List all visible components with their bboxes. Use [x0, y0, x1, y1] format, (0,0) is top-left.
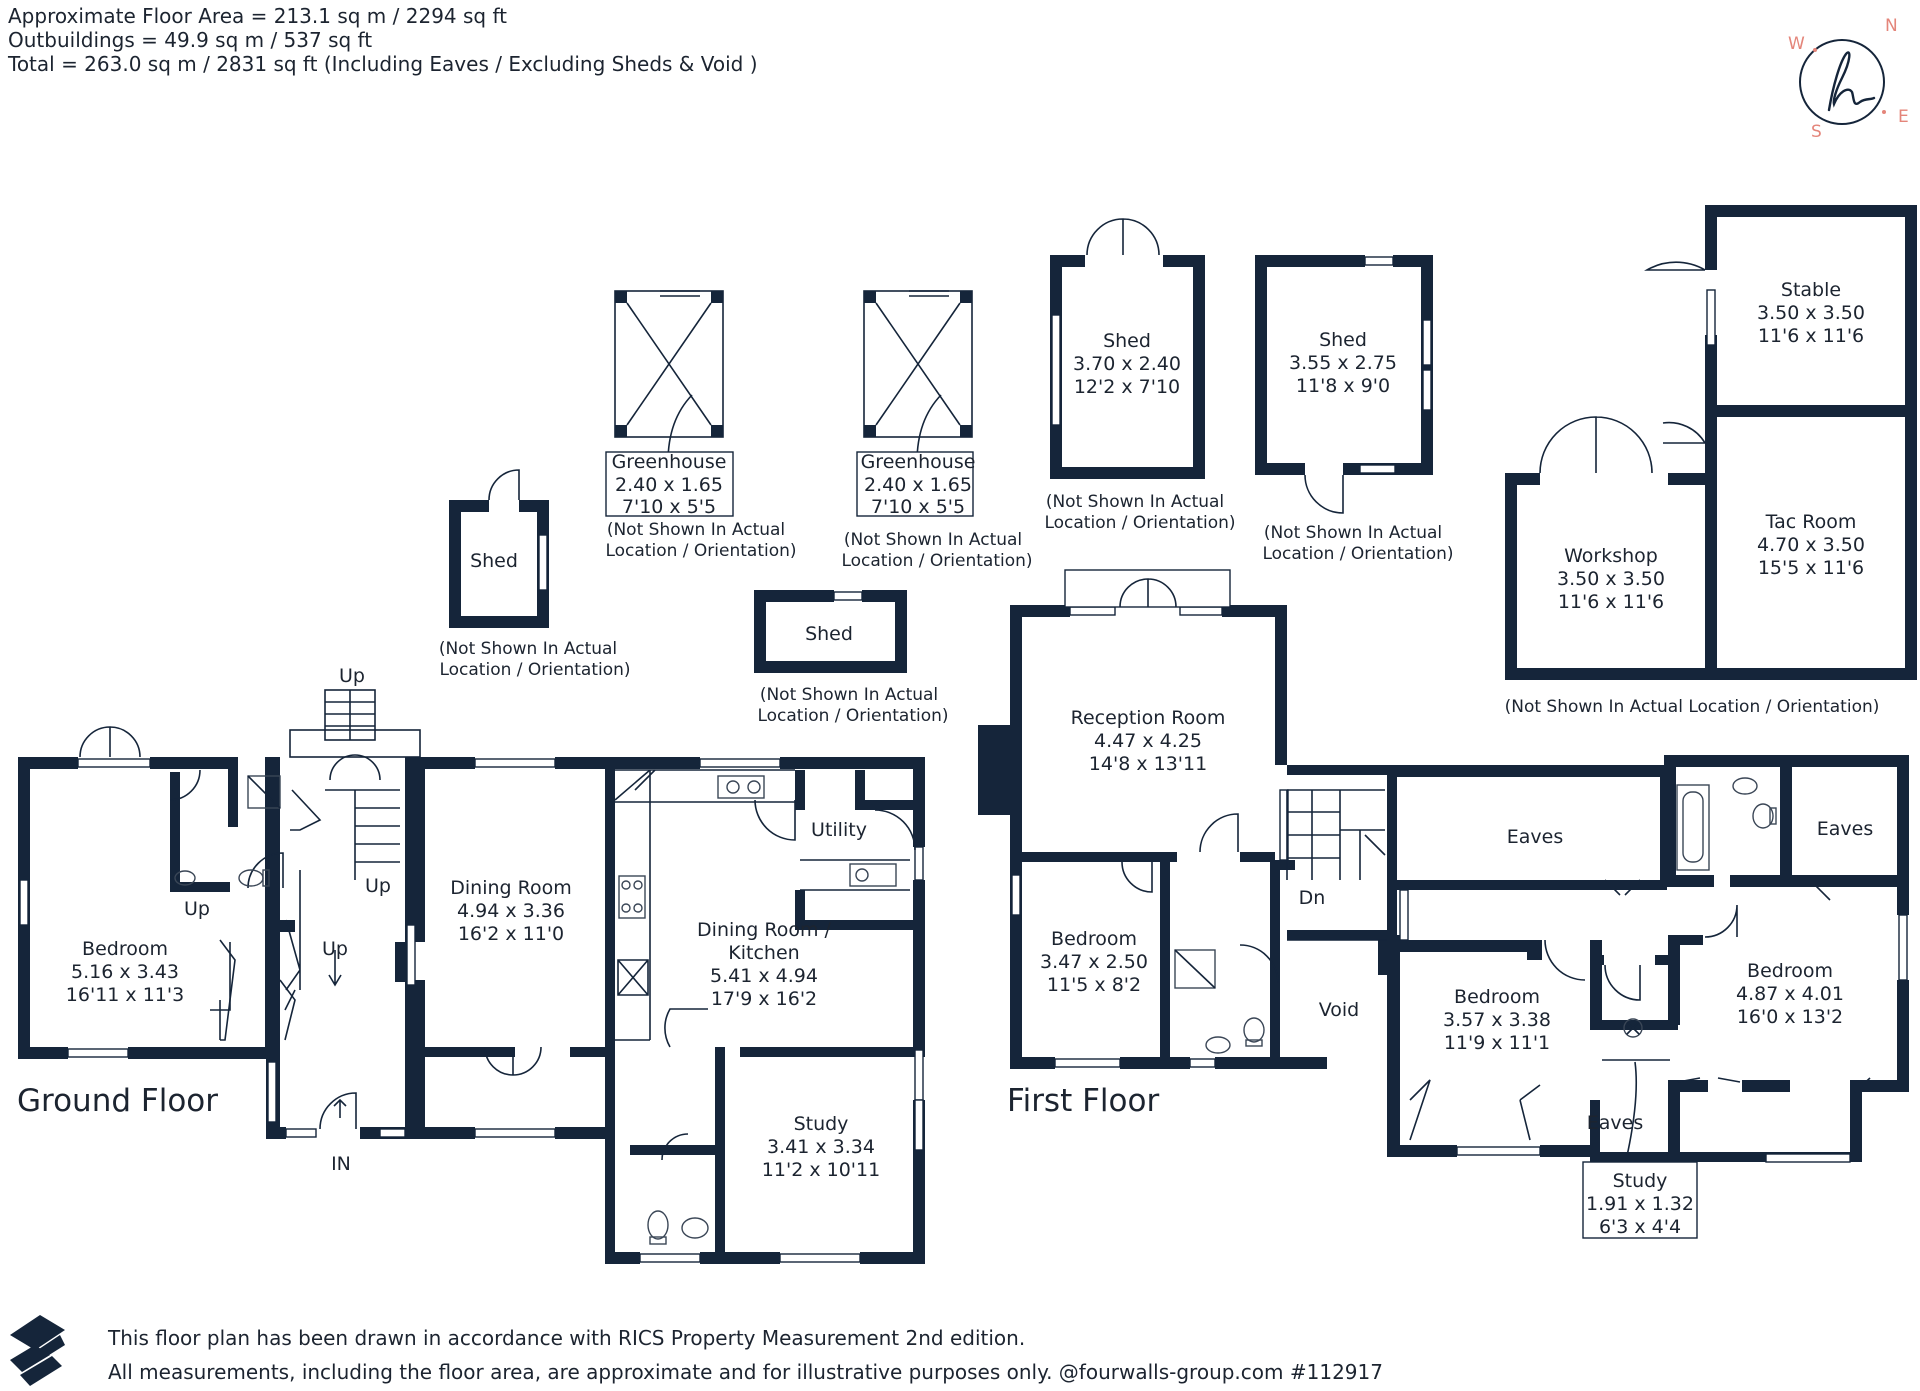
ff-reception-imperial: 14'8 x 13'11 — [1089, 753, 1207, 775]
gf-dining-metric: 4.94 x 3.36 — [457, 900, 565, 922]
ff-bedroom-c-name: Bedroom — [1747, 960, 1833, 982]
workshop-imperial: 11'6 x 11'6 — [1558, 591, 1664, 613]
greenhouse-a-imperial: 7'10 x 5'5 — [622, 496, 716, 518]
ff-bedroom-a-metric: 3.47 x 2.50 — [1040, 951, 1148, 973]
gf-bedroom-metric: 5.16 x 3.43 — [71, 961, 179, 983]
shed-b-note-1: (Not Shown In Actual — [1264, 523, 1442, 543]
shed-a-note-2: Location / Orientation) — [1044, 513, 1235, 533]
stairs-up-label-a: Up — [339, 665, 365, 687]
ff-reception-metric: 4.47 x 4.25 — [1094, 730, 1202, 752]
ff-study-name: Study — [1613, 1170, 1668, 1192]
shed-small-note-2: Location / Orientation) — [439, 660, 630, 680]
total-area-text: Total = 263.0 sq m / 2831 sq ft (Includi… — [8, 52, 758, 76]
shed-low-note-1: (Not Shown In Actual — [760, 685, 938, 705]
outbuildings-plan — [449, 205, 1917, 680]
ff-bedroom-a-name: Bedroom — [1051, 928, 1137, 950]
ff-reception-name: Reception Room — [1071, 707, 1226, 729]
outbuildings-area-text: Outbuildings = 49.9 sq m / 537 sq ft — [8, 28, 373, 52]
first-floor-title: First Floor — [1007, 1083, 1160, 1119]
measurement-disclaimer: All measurements, including the floor ar… — [108, 1360, 1383, 1384]
ground-floor-title: Ground Floor — [17, 1083, 219, 1119]
ff-study-imperial: 6'3 x 4'4 — [1599, 1216, 1681, 1238]
gf-study-imperial: 11'2 x 10'11 — [762, 1159, 880, 1181]
ff-void-name: Void — [1319, 999, 1360, 1021]
ff-bedroom-c-imperial: 16'0 x 13'2 — [1737, 1006, 1843, 1028]
stable-imperial: 11'6 x 11'6 — [1758, 325, 1864, 347]
shed-a-note-1: (Not Shown In Actual — [1046, 492, 1224, 512]
tac-room-name: Tac Room — [1765, 511, 1857, 533]
entrance-label: IN — [331, 1153, 351, 1175]
floor-area-text: Approximate Floor Area = 213.1 sq m / 22… — [8, 4, 508, 28]
stable-metric: 3.50 x 3.50 — [1757, 302, 1865, 324]
greenhouse-b-note-1: (Not Shown In Actual — [844, 530, 1022, 550]
shed-a-metric: 3.70 x 2.40 — [1073, 353, 1181, 375]
fourwalls-logo-icon — [10, 1315, 65, 1386]
shed-b-metric: 3.55 x 2.75 — [1289, 352, 1397, 374]
gf-kitchen-name-2: Kitchen — [728, 942, 799, 964]
greenhouse-b-metric: 2.40 x 1.65 — [864, 474, 972, 496]
gf-study-name: Study — [794, 1113, 849, 1135]
gf-kitchen-imperial: 17'9 x 16'2 — [711, 988, 817, 1010]
shed-low-note-2: Location / Orientation) — [757, 706, 948, 726]
greenhouse-a-metric: 2.40 x 1.65 — [615, 474, 723, 496]
ground-floor-labels: Up Up Up Up IN Bedroom 5.16 x 3.43 16'11… — [66, 665, 880, 1181]
ff-bedroom-b-imperial: 11'9 x 11'1 — [1444, 1032, 1550, 1054]
compass-logo: N E S W — [1788, 16, 1909, 142]
shed-b-name: Shed — [1319, 329, 1367, 351]
shed-low-name: Shed — [805, 623, 853, 645]
compass-east: E — [1898, 107, 1909, 127]
compass-west: W — [1788, 34, 1805, 54]
shed-small-name: Shed — [470, 550, 518, 572]
complex-note: (Not Shown In Actual Location / Orientat… — [1505, 697, 1880, 717]
shed-a-imperial: 12'2 x 7'10 — [1074, 376, 1180, 398]
gf-kitchen-metric: 5.41 x 4.94 — [710, 965, 818, 987]
greenhouse-b-imperial: 7'10 x 5'5 — [871, 496, 965, 518]
ff-bedroom-b-metric: 3.57 x 3.38 — [1443, 1009, 1551, 1031]
shed-a-name: Shed — [1103, 330, 1151, 352]
stable-name: Stable — [1781, 279, 1841, 301]
workshop-metric: 3.50 x 3.50 — [1557, 568, 1665, 590]
gf-dining-name: Dining Room — [450, 877, 571, 899]
outbuilding-labels: Shed (Not Shown In Actual Location / Ori… — [439, 279, 1880, 726]
ff-eaves-a-name: Eaves — [1507, 826, 1563, 848]
ff-bedroom-c-metric: 4.87 x 4.01 — [1736, 983, 1844, 1005]
rics-disclaimer: This floor plan has been drawn in accord… — [108, 1326, 1026, 1350]
ff-eaves-b-name: Eaves — [1817, 818, 1873, 840]
gf-dining-imperial: 16'2 x 11'0 — [458, 923, 564, 945]
compass-north: N — [1885, 16, 1898, 36]
tac-room-metric: 4.70 x 3.50 — [1757, 534, 1865, 556]
tac-room-imperial: 15'5 x 11'6 — [1758, 557, 1864, 579]
first-floor-plan — [978, 569, 1909, 1239]
first-floor-labels: Dn Reception Room 4.47 x 4.25 14'8 x 13'… — [1040, 707, 1873, 1238]
greenhouse-a-note-1: (Not Shown In Actual — [607, 520, 785, 540]
ground-floor-plan — [18, 689, 925, 1264]
gf-bedroom-imperial: 16'11 x 11'3 — [66, 984, 184, 1006]
stairs-up-label-c: Up — [322, 938, 348, 960]
shed-b-note-2: Location / Orientation) — [1262, 544, 1453, 564]
stairs-up-label-d: Up — [365, 875, 391, 897]
ff-study-metric: 1.91 x 1.32 — [1586, 1193, 1694, 1215]
stairs-up-label-b: Up — [184, 898, 210, 920]
ff-bedroom-b-name: Bedroom — [1454, 986, 1540, 1008]
greenhouse-b-note-2: Location / Orientation) — [841, 551, 1032, 571]
gf-kitchen-name-1: Dining Room / — [697, 919, 832, 941]
workshop-name: Workshop — [1564, 545, 1658, 567]
shed-small-note-1: (Not Shown In Actual — [439, 639, 617, 659]
compass-south: S — [1811, 122, 1822, 142]
shed-b-imperial: 11'8 x 9'0 — [1296, 375, 1390, 397]
brand-monogram-icon — [1827, 51, 1876, 112]
greenhouse-a-name: Greenhouse — [612, 451, 727, 473]
gf-utility-name: Utility — [811, 819, 867, 841]
stairs-down-label: Dn — [1299, 887, 1326, 909]
greenhouse-b-name: Greenhouse — [861, 451, 976, 473]
ff-bedroom-a-imperial: 11'5 x 8'2 — [1047, 974, 1141, 996]
gf-bedroom-name: Bedroom — [82, 938, 168, 960]
ff-eaves-c-name: Eaves — [1587, 1112, 1643, 1134]
gf-study-metric: 3.41 x 3.34 — [767, 1136, 875, 1158]
greenhouse-a-note-2: Location / Orientation) — [605, 541, 796, 561]
